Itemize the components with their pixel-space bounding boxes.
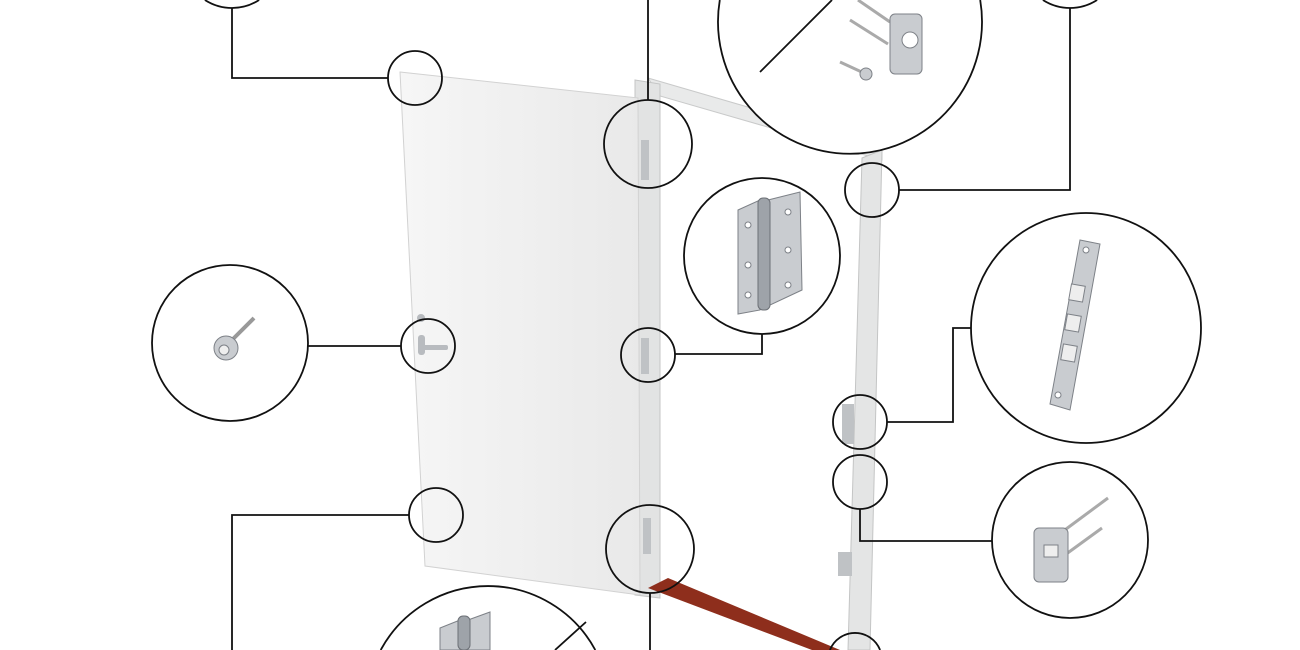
detail-hinge — [683, 177, 841, 335]
threshold — [648, 578, 840, 650]
detail-lock — [970, 212, 1202, 444]
detail-top-right — [1042, 0, 1098, 9]
detail-security-pin — [717, 0, 983, 155]
detail-bottom-hinge — [379, 585, 597, 650]
detail-handle-knob — [151, 264, 309, 422]
hinge-barrel-icon — [757, 197, 771, 311]
detail-strike — [991, 461, 1149, 619]
callout-door-bottom-corner — [408, 487, 464, 543]
hinge-marks — [641, 140, 854, 576]
callout-bottom-hinge — [605, 504, 695, 594]
callout-strike — [832, 454, 888, 510]
callout-frame-corner — [844, 162, 900, 218]
door-leaf — [399, 71, 641, 596]
callout-lock — [832, 394, 888, 450]
callout-frame-top-hinge — [603, 99, 693, 189]
callout-handle — [400, 318, 456, 374]
detail-top-left — [204, 0, 260, 9]
callout-door-top-corner — [387, 50, 443, 106]
callout-hinge — [620, 327, 676, 383]
hinge-leaf-left-icon — [737, 199, 761, 315]
callout-threshold — [829, 632, 881, 650]
leader-lines — [231, 0, 1071, 650]
